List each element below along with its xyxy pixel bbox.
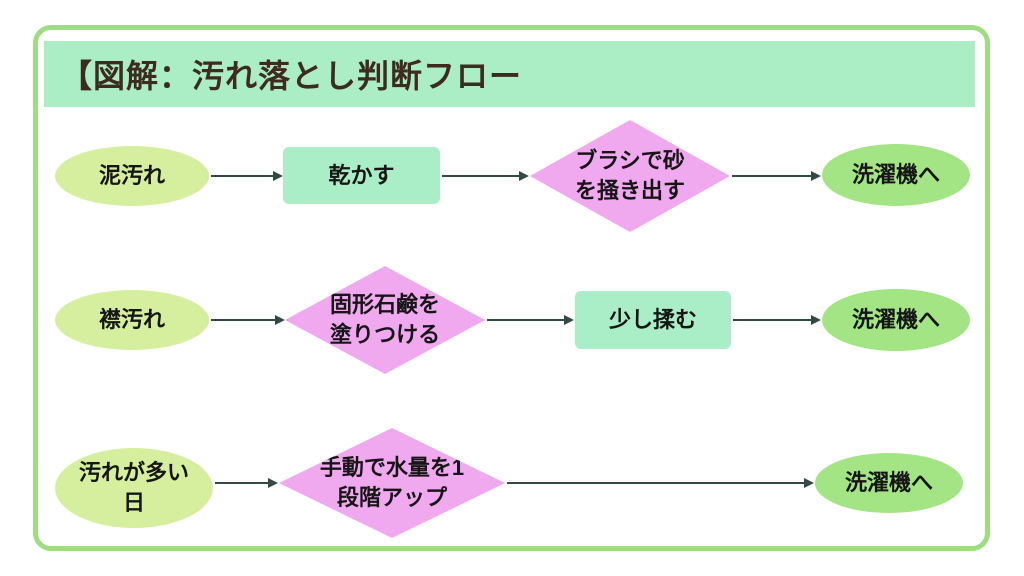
process-node-dry: 乾かす: [283, 147, 440, 204]
flow-arrow: [507, 478, 814, 488]
flow-arrow: [487, 315, 574, 325]
flow-arrow: [211, 315, 285, 325]
flow-arrow: [733, 315, 821, 325]
header-bar: 【図解：汚れ落とし判断フロー: [44, 41, 975, 107]
page-title: 【図解：汚れ落とし判断フロー: [60, 58, 523, 94]
flow-arrow: [215, 478, 278, 488]
end-node-washer-row3: 洗濯機へ: [815, 453, 963, 513]
start-node-heavy-dirt-day: 汚れが多い 日: [55, 448, 213, 528]
process-node-rub: 少し揉む: [575, 291, 731, 349]
start-node-collar-stain: 襟汚れ: [55, 290, 209, 350]
flow-arrow: [442, 171, 529, 181]
start-node-mud-stain: 泥汚れ: [55, 146, 209, 206]
end-node-washer-row1: 洗濯機へ: [822, 144, 970, 206]
flow-arrow: [732, 171, 821, 181]
page-border: [33, 25, 990, 551]
end-node-washer-row2: 洗濯機へ: [822, 289, 970, 351]
flow-arrow: [211, 171, 283, 181]
